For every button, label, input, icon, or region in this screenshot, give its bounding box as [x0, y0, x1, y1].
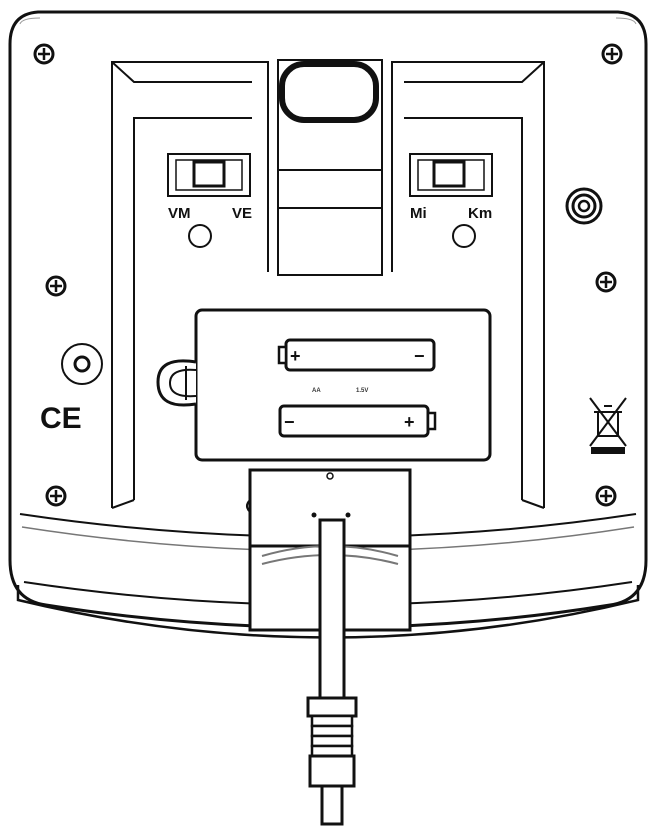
screw-icon [595, 271, 617, 293]
battery-plus-sign: + [404, 412, 415, 432]
hanging-slot [277, 59, 383, 276]
screw-icon [33, 43, 55, 65]
slide-switch-right[interactable] [409, 153, 493, 197]
switch-label-mi: Mi [410, 205, 427, 222]
screw-icon [601, 43, 623, 65]
battery-voltage-label: 1.5V [356, 388, 368, 394]
screw-icon [45, 485, 67, 507]
battery-icon [277, 338, 436, 372]
indicator-hole-right [452, 224, 476, 248]
screw-icon [45, 275, 67, 297]
battery-type-label: AA [312, 388, 321, 394]
switch-label-vm: VM [168, 205, 191, 222]
dc-plug-icon [306, 518, 358, 826]
slide-switch-left[interactable] [167, 153, 251, 197]
ce-mark-icon: CE [40, 402, 82, 435]
reset-button-icon[interactable] [61, 343, 103, 385]
switch-label-km: Km [468, 205, 492, 222]
switch-label-ve: VE [232, 205, 252, 222]
inner-frame [111, 61, 545, 509]
indicator-hole-left [188, 224, 212, 248]
weee-bin-icon [589, 397, 627, 454]
battery-minus-sign: − [414, 346, 425, 366]
battery-plus-sign: + [290, 346, 301, 366]
battery-minus-sign: − [284, 412, 295, 432]
speaker-grille-icon [565, 187, 603, 225]
battery-icon [278, 404, 437, 438]
screw-icon [595, 485, 617, 507]
